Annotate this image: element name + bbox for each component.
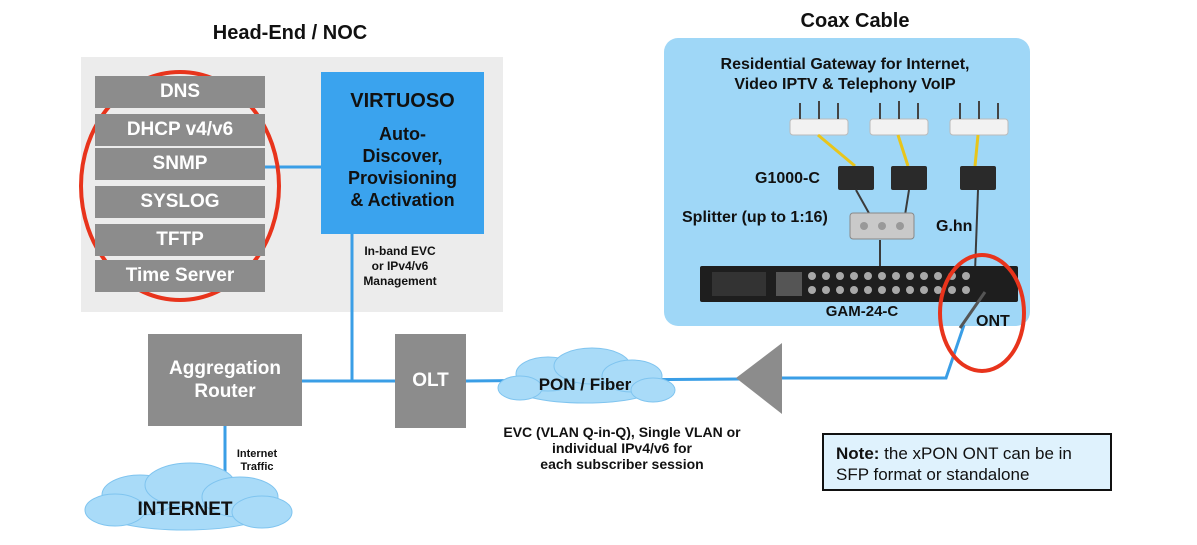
mgmt-label: In-band EVC or IPv4/v6 Management: [363, 244, 437, 288]
aggregation-router: Aggregation Router: [148, 334, 302, 426]
ont-highlight: [938, 253, 1026, 373]
gam-port: [892, 286, 900, 294]
gam-port: [822, 272, 830, 280]
internet-traffic-label: Internet Traffic: [236, 448, 278, 473]
virtuoso-subtitle: Auto- Discover, Provisioning & Activatio…: [347, 124, 457, 210]
gam-port: [920, 286, 928, 294]
splitter-label: Splitter (up to 1:16): [682, 209, 828, 226]
evc-label: EVC (VLAN Q-in-Q), Single VLAN or indivi…: [503, 424, 741, 472]
gam-port: [906, 272, 914, 280]
gateway-devices: [789, 101, 1009, 136]
service-dhcp: DHCP v4/v6: [95, 114, 265, 146]
gam-port: [808, 272, 816, 280]
note-bold: Note:: [836, 444, 880, 463]
service-time-server: Time Server: [95, 260, 265, 292]
headend-title: Head-End / NOC: [212, 22, 368, 44]
gam-port: [878, 272, 886, 280]
gam-port: [906, 286, 914, 294]
note-text: the xPON ONT can be in SFP format or sta…: [836, 444, 1072, 484]
gam-port: [836, 272, 844, 280]
gam-port: [920, 272, 928, 280]
ont-label: ONT: [976, 313, 1010, 330]
gam-ports: [808, 272, 970, 294]
coax-title: Coax Cable: [800, 10, 910, 32]
gam-port: [822, 286, 830, 294]
pon-label: PON / Fiber: [538, 375, 632, 394]
virtuoso-box: VIRTUOSO Auto- Discover, Provisioning & …: [321, 72, 484, 234]
service-syslog: SYSLOG: [95, 186, 265, 218]
service-dns: DNS: [95, 76, 265, 108]
gam-port: [934, 286, 942, 294]
internet-cloud: [84, 462, 293, 531]
g1000-adapters: [838, 166, 996, 190]
passive-splitter-triangle: [736, 343, 782, 414]
ethernet-cables: [817, 133, 980, 168]
fiber-ont-link: [780, 324, 966, 380]
gam-port: [878, 286, 886, 294]
internet-label: INTERNET: [137, 499, 233, 520]
ghn-label: G.hn: [936, 218, 973, 235]
service-snmp: SNMP: [95, 148, 265, 180]
g1000-label: G1000-C: [755, 170, 820, 187]
gam-port: [864, 286, 872, 294]
gam-port: [850, 272, 858, 280]
virtuoso-title: VIRTUOSO: [350, 90, 455, 112]
pon-cloud: [497, 347, 676, 404]
services-highlight: [79, 70, 281, 302]
note-box: Note: the xPON ONT can be in SFP format …: [822, 433, 1112, 491]
coax-splitter: [849, 212, 915, 240]
service-tftp: TFTP: [95, 224, 265, 256]
gam-port: [864, 272, 872, 280]
gam-port: [836, 286, 844, 294]
gam-label: GAM-24-C: [825, 303, 899, 320]
gam-port: [850, 286, 858, 294]
ont-sfp: [958, 291, 987, 329]
gam-port: [962, 272, 970, 280]
gam-port: [934, 272, 942, 280]
gam-chassis: [700, 266, 1018, 302]
gateway-label: Residential Gateway for Internet, Video …: [720, 56, 970, 93]
gam-port: [962, 286, 970, 294]
gam-port: [948, 286, 956, 294]
gam-port: [808, 286, 816, 294]
gam-port: [892, 272, 900, 280]
olt-box: OLT: [395, 334, 466, 428]
